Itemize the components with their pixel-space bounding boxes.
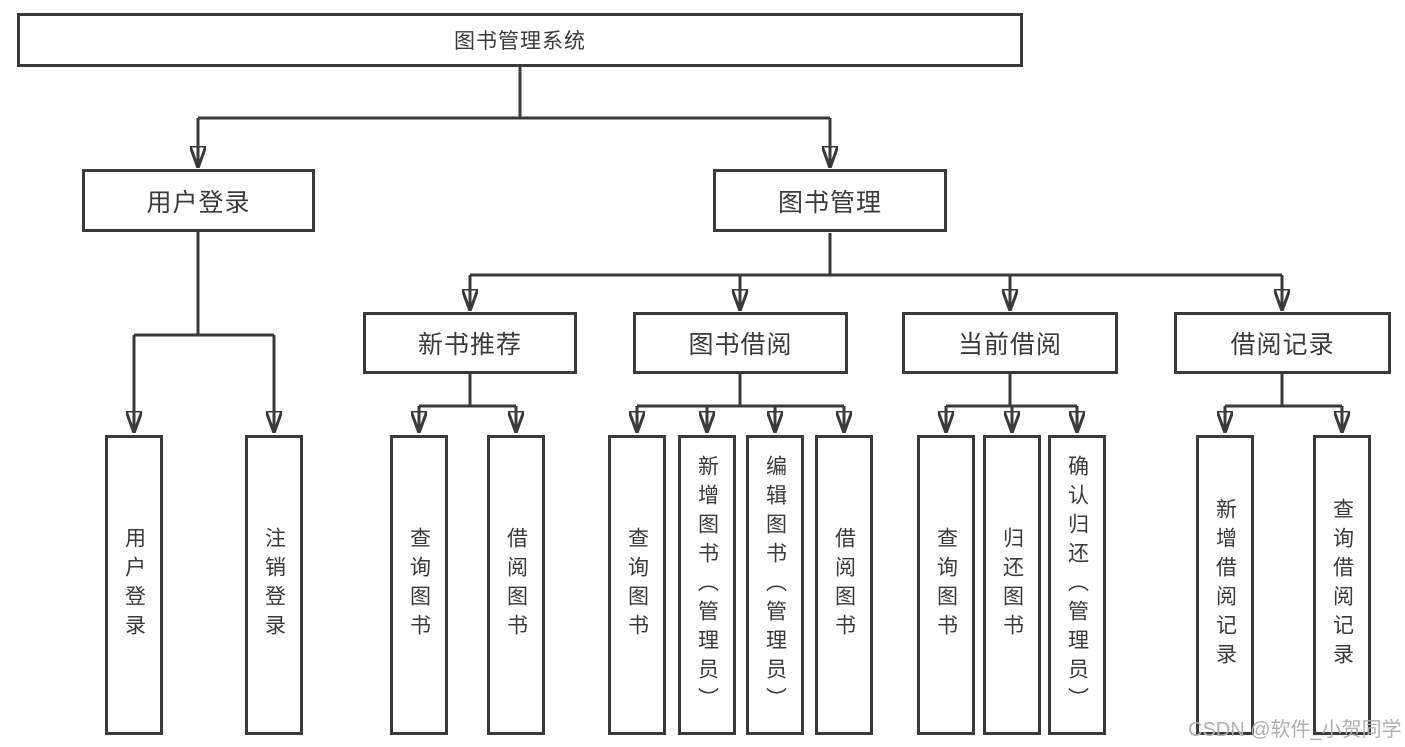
node-user-login: 用户登录 [82, 169, 315, 232]
node-leaf-query-books-recommend: 查询图书 [390, 435, 448, 735]
connector-current-borrow-to-leaves [946, 374, 1077, 432]
node-label: 图书管理系统 [454, 30, 586, 53]
node-label: 用户登录 [146, 188, 251, 217]
node-label: 查询图书 [934, 527, 958, 643]
connector-user-login-to-leaves [134, 232, 274, 432]
node-label: 借阅图书 [504, 527, 528, 643]
node-book-borrow: 图书借阅 [633, 312, 848, 374]
node-label: 借阅图书 [832, 527, 856, 643]
node-label: 注销登录 [262, 527, 286, 643]
node-leaf-user-login: 用户登录 [105, 435, 163, 735]
node-label: 归还图书 [1000, 527, 1024, 643]
node-leaf-add-books-admin: 新增图书（管理员） [678, 435, 736, 735]
node-label: 新增借阅记录 [1213, 498, 1237, 672]
node-label: 新书推荐 [417, 331, 522, 359]
node-label: 用户登录 [122, 527, 146, 643]
node-leaf-logout: 注销登录 [245, 435, 303, 735]
node-new-book-recommend: 新书推荐 [363, 312, 577, 374]
node-current-borrow: 当前借阅 [902, 312, 1118, 374]
node-library-management-system: 图书管理系统 [17, 13, 1023, 67]
connector-new-book-recommend-to-leaves [419, 374, 516, 432]
csdn-watermark: CSDN @软件_小贺同学 [1188, 719, 1402, 741]
connector-borrow-records-to-leaves [1225, 374, 1342, 432]
node-label: 图书借阅 [688, 331, 793, 359]
node-leaf-edit-books-admin: 编辑图书（管理员） [746, 435, 804, 735]
node-leaf-return-books: 归还图书 [983, 435, 1041, 735]
node-label: 查询借阅记录 [1330, 498, 1354, 672]
node-borrow-records: 借阅记录 [1174, 312, 1391, 374]
node-label: 查询图书 [407, 527, 431, 643]
node-label: 确认归还（管理员） [1065, 454, 1089, 716]
node-leaf-query-books-current: 查询图书 [917, 435, 975, 735]
node-leaf-add-borrow-record: 新增借阅记录 [1196, 435, 1254, 735]
node-label: 借阅记录 [1230, 331, 1335, 359]
connector-book-management-to-level3 [470, 233, 1282, 310]
node-book-management: 图书管理 [713, 169, 947, 232]
node-label: 图书管理 [777, 188, 882, 217]
node-leaf-borrow-books-recommend: 借阅图书 [487, 435, 545, 735]
node-label: 编辑图书（管理员） [763, 454, 787, 716]
node-leaf-confirm-return-admin: 确认归还（管理员） [1048, 435, 1106, 735]
connector-book-borrow-to-leaves [637, 374, 844, 432]
node-leaf-query-borrow-record: 查询借阅记录 [1313, 435, 1371, 735]
node-leaf-borrow-books: 借阅图书 [815, 435, 873, 735]
node-label: 新增图书（管理员） [695, 454, 719, 716]
node-label: 当前借阅 [957, 331, 1062, 359]
node-label: 查询图书 [625, 527, 649, 643]
connector-root-to-level2 [198, 67, 830, 167]
node-leaf-query-books-borrow: 查询图书 [608, 435, 666, 735]
